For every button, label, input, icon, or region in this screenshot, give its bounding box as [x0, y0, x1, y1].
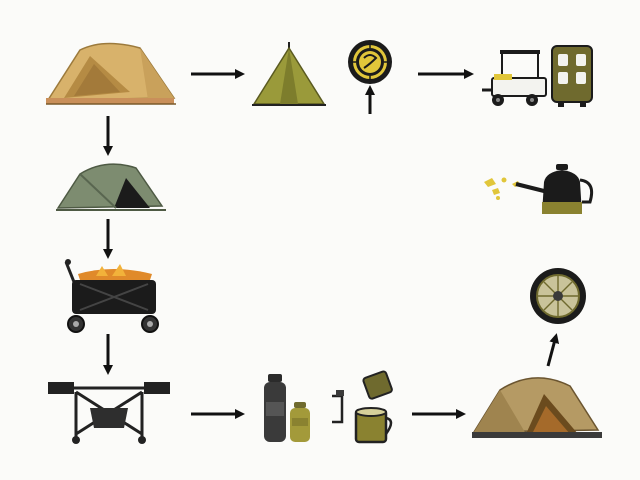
dome-tent-icon: [46, 42, 176, 105]
node-thermos-bottles: [260, 374, 314, 446]
wheel-icon: [530, 268, 586, 324]
wagon-fire-pit-icon: [64, 259, 159, 333]
node-wagon-fire-pit: [62, 258, 162, 334]
trailer: [551, 45, 593, 107]
folding-chair-icon: [48, 382, 170, 444]
node-dome-tent-large: [470, 372, 604, 444]
node-folding-chairs: [46, 378, 174, 448]
node-wheel: [528, 266, 588, 326]
compass-icon: [348, 40, 392, 84]
arrow-large-tent-to-wheel: [546, 333, 560, 367]
node-kettle: [478, 162, 598, 220]
dome-tent-icon: [472, 377, 602, 438]
dome-tent-icon: [56, 163, 166, 211]
node-dome-tent-green: [56, 160, 166, 214]
node-teepee-tent: [252, 42, 326, 108]
teepee-tent-icon: [252, 42, 326, 106]
splash-droplets: [484, 177, 520, 200]
food-cart-icon: [482, 45, 593, 107]
node-food-cart-trailer: [478, 45, 594, 108]
node-compass-dial: [346, 38, 394, 86]
node-camp-mugs: [330, 370, 396, 446]
mug-icon: [332, 370, 393, 444]
thermos-icon: [264, 374, 310, 442]
kettle-icon: [484, 164, 594, 214]
node-dome-tent-tan: [44, 40, 178, 110]
food-cart: [482, 50, 547, 106]
